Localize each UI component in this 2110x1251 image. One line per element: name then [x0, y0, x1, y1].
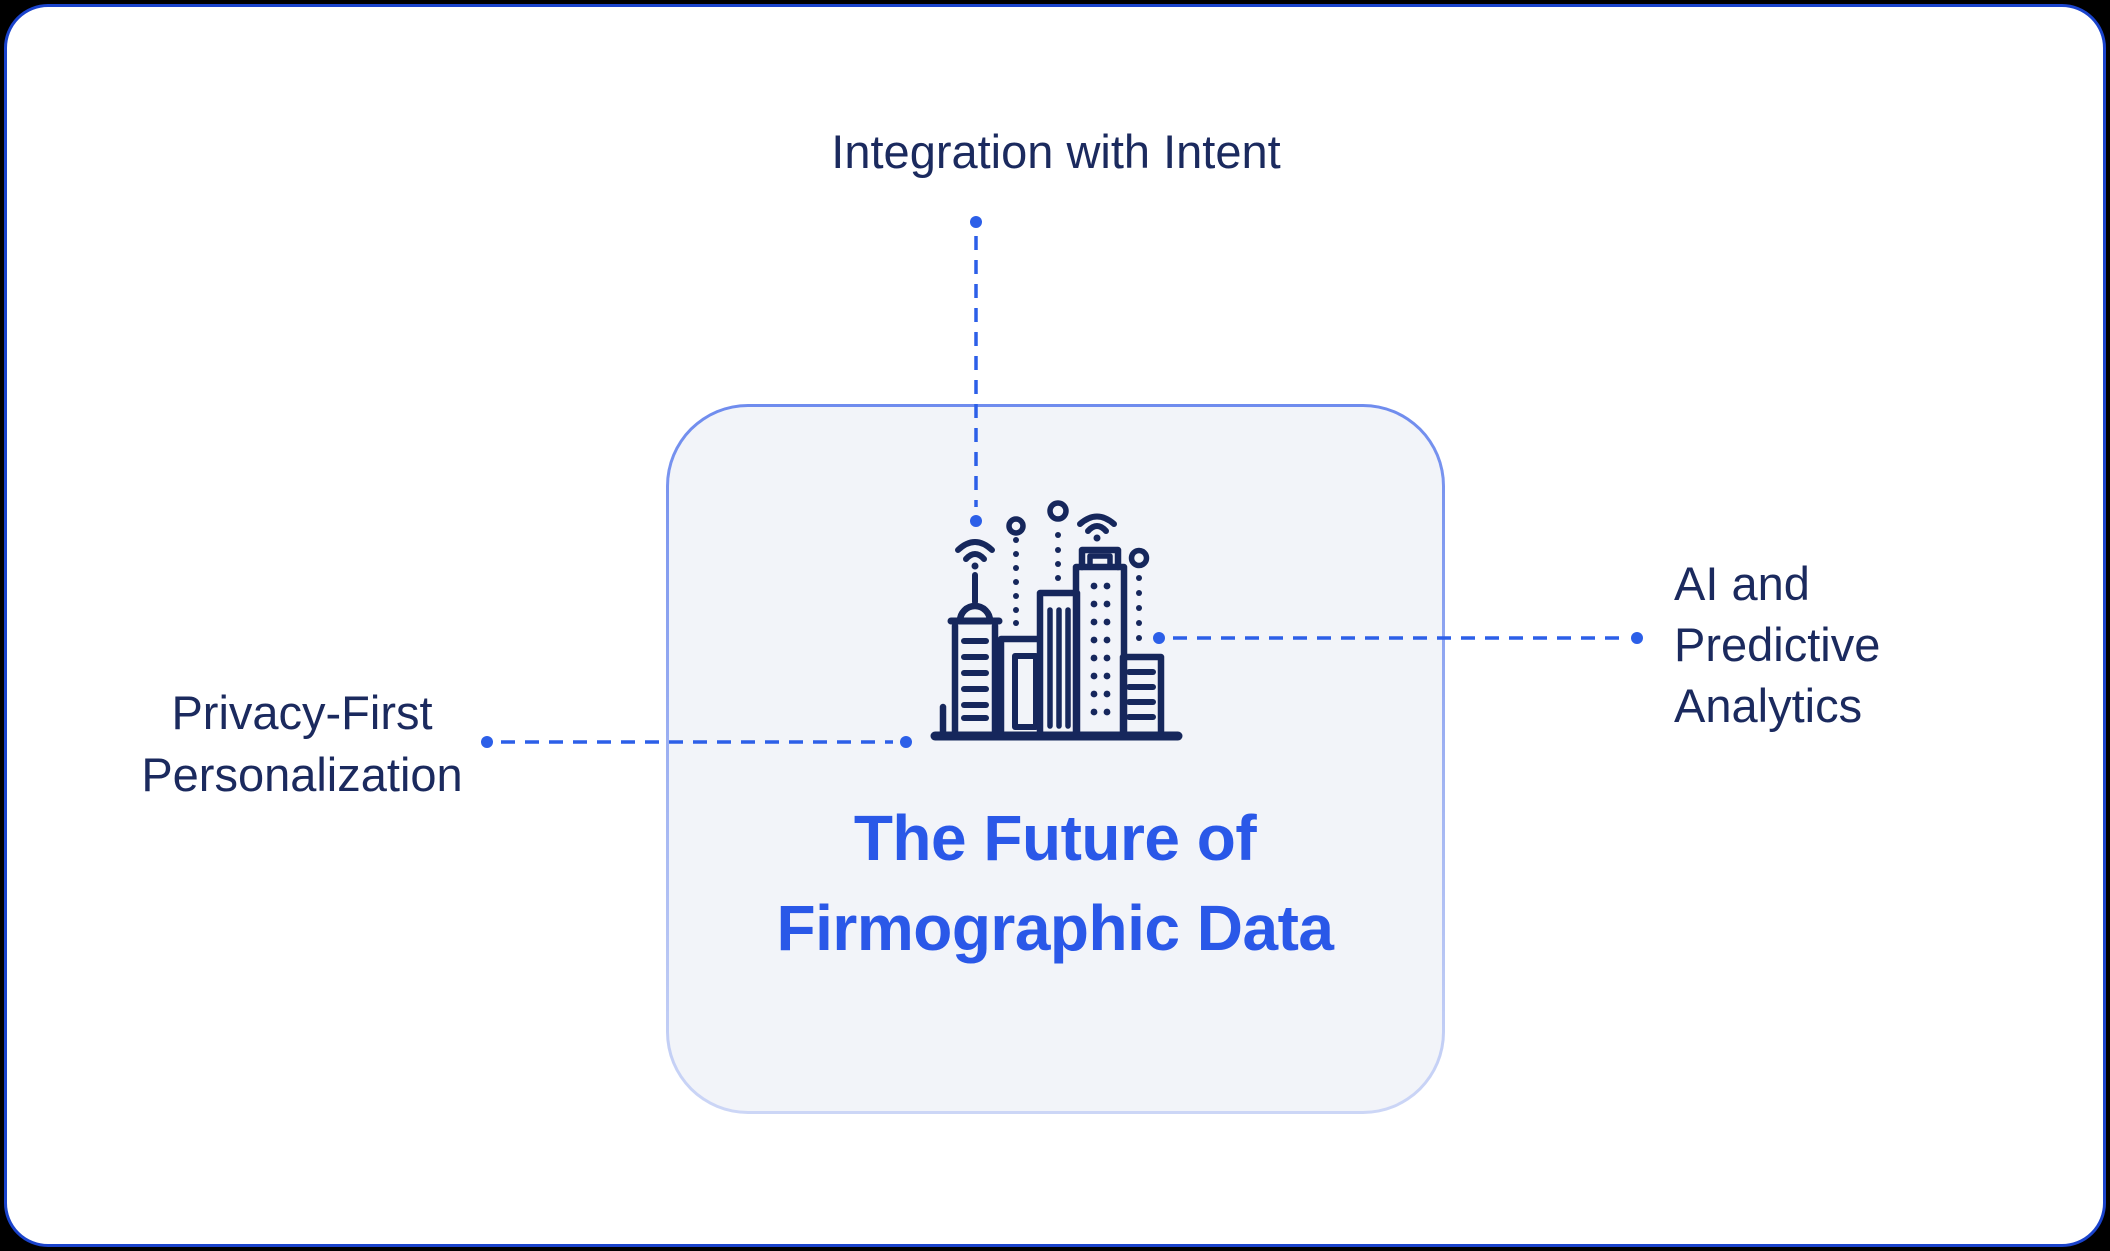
card-title: The Future of Firmographic Data: [668, 793, 1442, 973]
label-privacy-first-personalization: Privacy-First Personalization: [141, 686, 463, 801]
center-card: [669, 407, 1442, 1111]
wifi-dot: [1093, 534, 1101, 542]
center-card-border: [666, 404, 1445, 1114]
smart-city-icon: [930, 500, 1183, 741]
signal-dot-trails: [1013, 532, 1142, 641]
signal-circle: [1006, 516, 1026, 536]
signal-circle: [1047, 500, 1069, 522]
icon-dome: [956, 602, 994, 625]
wifi-dot: [971, 562, 979, 570]
signal-circle: [1128, 547, 1150, 569]
label-integration-with-intent: Integration with Intent: [831, 125, 1281, 178]
wifi-arc: [1077, 513, 1117, 527]
card-title-line-1: The Future of: [853, 802, 1257, 874]
card-title-line-2: Firmographic Data: [776, 892, 1334, 964]
wifi-arc: [955, 539, 995, 553]
label-ai-predictive-analytics: AI and Predictive Analytics: [1674, 557, 1881, 732]
wifi-arc: [1085, 523, 1109, 534]
wifi-arc: [963, 551, 987, 562]
